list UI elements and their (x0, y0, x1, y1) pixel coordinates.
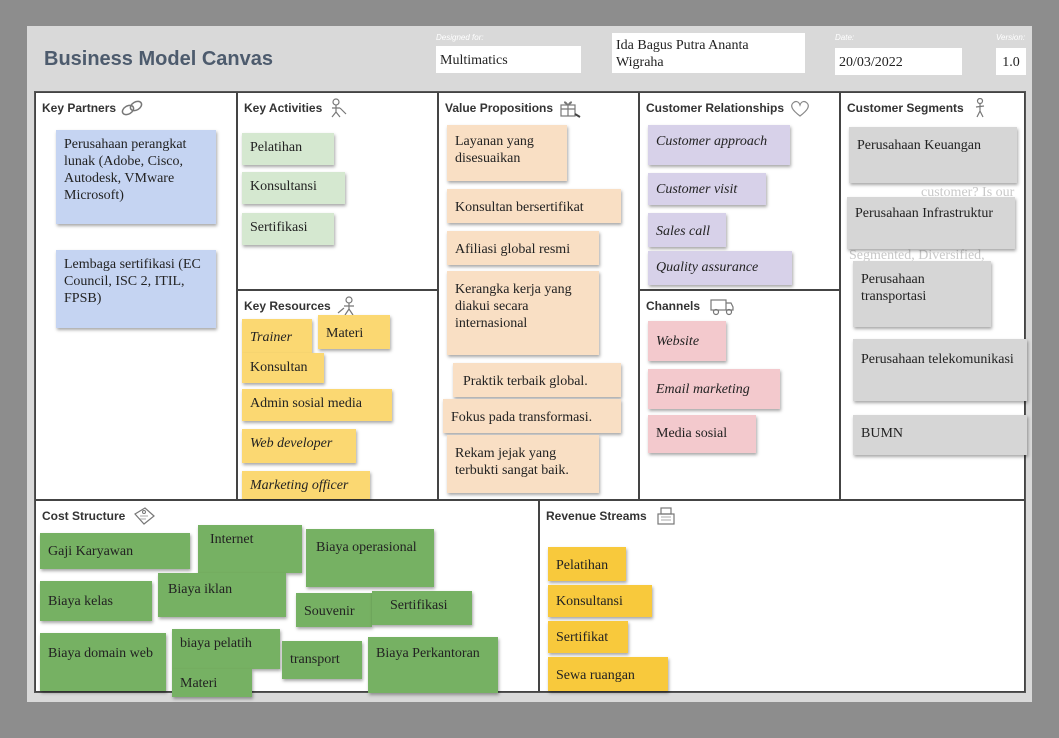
customer-relationships-title: Customer Relationships (646, 101, 785, 115)
value-proposition-note[interactable]: Rekam jejak yang terbukti sangat baik. (447, 435, 599, 493)
worker-icon (337, 296, 354, 316)
channel-note[interactable]: Media sosial (648, 415, 756, 453)
value-proposition-note[interactable]: Konsultan bersertifikat (447, 189, 621, 223)
value-proposition-note[interactable]: Fokus pada transformasi. (443, 399, 621, 433)
cost-note[interactable]: Sertifikasi (372, 591, 472, 625)
customer-segments-header: Customer Segments (847, 98, 992, 118)
page-title: Business Model Canvas (44, 48, 273, 70)
value-proposition-note[interactable]: Layanan yang disesuaikan (447, 125, 567, 181)
cost-note[interactable]: Biaya iklan (158, 573, 286, 617)
segments-background-text: Segmented, Diversified, (849, 248, 985, 263)
key-resource-note[interactable]: Konsultan (242, 353, 324, 383)
customer-relationships-section: Customer Relationships Customer approach… (639, 92, 840, 290)
cost-note[interactable]: transport (282, 641, 362, 679)
value-propositions-header: Value Propositions (445, 98, 581, 118)
revenue-note[interactable]: Sertifikat (548, 621, 628, 653)
channels-header: Channels (646, 296, 740, 316)
cost-note[interactable]: Internet (198, 525, 302, 573)
customer-relationships-header: Customer Relationships (646, 98, 812, 118)
customer-relationship-note[interactable]: Sales call (648, 213, 726, 247)
cost-structure-title: Cost Structure (42, 509, 126, 523)
value-propositions-section: Value Propositions Layanan yang disesuai… (438, 92, 639, 500)
key-activities-header: Key Activities (244, 98, 350, 118)
customer-segments-section: Customer Segments customer? Is our Segme… (840, 92, 1027, 500)
key-partners-title: Key Partners (42, 101, 117, 115)
value-proposition-note[interactable]: Kerangka kerja yang diakui secara intern… (447, 271, 599, 355)
key-partners-section: Key Partners Perusahaan perangkat lunak … (35, 92, 237, 500)
value-proposition-note[interactable]: Praktik terbaik global. (453, 363, 621, 397)
date-field[interactable]: 20/03/2022 (835, 48, 962, 75)
version-field[interactable]: 1.0 (996, 48, 1026, 75)
channels-section: Channels Website Email marketing Media s… (639, 290, 840, 500)
customer-segment-note[interactable]: BUMN (853, 415, 1027, 455)
truck-icon (710, 299, 734, 316)
designed-by-field[interactable]: Ida Bagus Putra Ananta Wigraha (612, 33, 805, 73)
cost-note[interactable]: Biaya kelas (40, 581, 152, 621)
designed-by-line-2: Wigraha (616, 55, 664, 70)
cost-note[interactable]: Souvenir (296, 593, 372, 627)
chain-link-icon (121, 100, 143, 116)
key-partner-note[interactable]: Lembaga sertifikasi (EC Council, ISC 2, … (56, 250, 216, 328)
key-partner-note[interactable]: Perusahaan perangkat lunak (Adobe, Cisco… (56, 130, 216, 224)
gift-icon (560, 101, 581, 118)
revenue-note[interactable]: Konsultansi (548, 585, 652, 617)
key-partners-header: Key Partners (42, 98, 144, 118)
person-icon (975, 98, 984, 118)
cost-note[interactable]: Gaji Karyawan (40, 533, 190, 569)
designed-by-line-1: Ida Bagus Putra Ananta (616, 38, 749, 53)
cost-note[interactable]: Biaya domain web (40, 633, 166, 691)
key-resources-title: Key Resources (244, 299, 331, 313)
value-propositions-title: Value Propositions (445, 101, 554, 115)
value-proposition-note[interactable]: Afiliasi global resmi (447, 231, 599, 265)
revenue-note[interactable]: Pelatihan (548, 547, 626, 581)
canvas-sheet: Business Model Canvas Designed for: Mult… (27, 26, 1032, 702)
customer-segment-note[interactable]: Perusahaan telekomunikasi (853, 339, 1027, 401)
cost-note[interactable]: Materi (172, 669, 252, 697)
segments-background-text: customer? Is our (921, 185, 1015, 200)
key-activity-note[interactable]: Sertifikasi (242, 213, 334, 245)
designed-for-field[interactable]: Multimatics (436, 46, 581, 73)
designed-for-label: Designed for: (436, 33, 484, 42)
channels-title: Channels (646, 299, 701, 313)
key-resource-note[interactable]: Web developer (242, 429, 356, 463)
channel-note[interactable]: Email marketing (648, 369, 780, 409)
key-activity-note[interactable]: Pelatihan (242, 133, 334, 165)
cost-structure-section: Cost Structure Gaji Karyawan Internet Bi… (35, 500, 539, 697)
customer-segment-note[interactable]: Perusahaan Infrastruktur (847, 197, 1015, 249)
key-resource-note[interactable]: Admin sosial media (242, 389, 392, 421)
cost-note[interactable]: Biaya Perkantoran (368, 637, 498, 693)
cost-note[interactable]: Biaya operasional (306, 529, 434, 587)
key-resource-note[interactable]: Materi (318, 315, 390, 349)
key-activity-note[interactable]: Konsultansi (242, 172, 345, 204)
customer-relationship-note[interactable]: Quality assurance (648, 251, 792, 285)
key-resource-note[interactable]: Marketing officer (242, 471, 370, 499)
canvas-board: Key Partners Perusahaan perangkat lunak … (34, 91, 1027, 697)
revenue-note[interactable]: Sewa ruangan (548, 657, 668, 691)
worker-icon (331, 98, 347, 118)
channel-note[interactable]: Website (648, 321, 726, 361)
key-resource-note[interactable]: Trainer (242, 319, 312, 353)
cost-structure-header: Cost Structure (42, 506, 159, 526)
revenue-streams-title: Revenue Streams (546, 509, 647, 523)
customer-relationship-note[interactable]: Customer approach (648, 125, 790, 165)
revenue-streams-header: Revenue Streams (546, 506, 681, 526)
key-resources-header: Key Resources (244, 296, 359, 316)
customer-relationship-note[interactable]: Customer visit (648, 173, 766, 205)
heart-icon (791, 100, 809, 117)
customer-segment-note[interactable]: Perusahaan transportasi (853, 261, 991, 327)
customer-segments-title: Customer Segments (847, 101, 964, 115)
key-activities-title: Key Activities (244, 101, 323, 115)
cash-register-icon (657, 507, 675, 525)
key-resources-section: Key Resources Trainer Materi Konsultan A… (237, 290, 438, 500)
key-activities-section: Key Activities Pelatihan Konsultansi Ser… (237, 92, 438, 290)
price-tag-icon (134, 507, 156, 525)
revenue-streams-section: Revenue Streams Pelatihan Konsultansi Se… (539, 500, 1025, 692)
date-label: Date: (835, 33, 855, 42)
cost-note[interactable]: biaya pelatih (172, 629, 280, 669)
customer-segment-note[interactable]: Perusahaan Keuangan (849, 127, 1017, 183)
version-label: Version: (996, 33, 1026, 42)
